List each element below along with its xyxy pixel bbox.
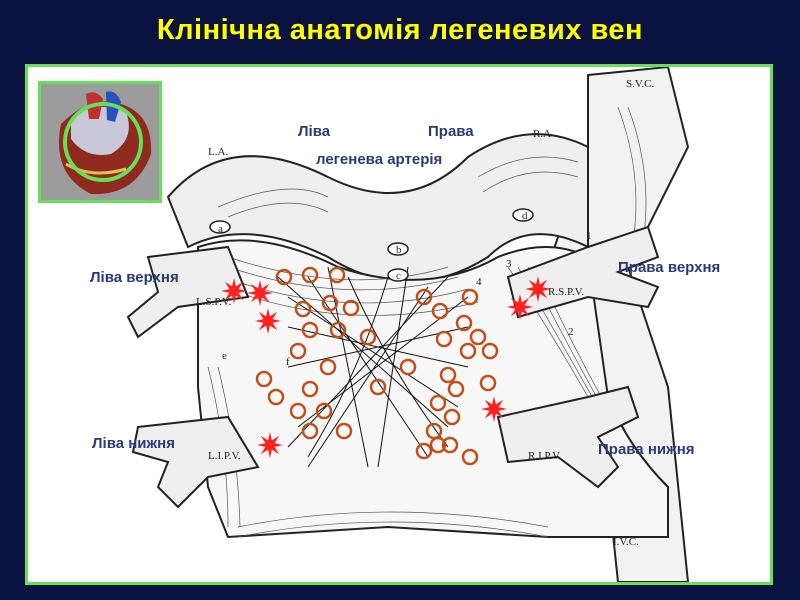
ablation-star-marker (525, 276, 551, 302)
ganglion-marker (267, 388, 285, 406)
ganglion-marker (461, 288, 479, 306)
ganglion-marker (469, 328, 487, 346)
ganglion-marker (275, 268, 293, 286)
ganglion-marker (301, 321, 319, 339)
rspv-label: R.S.P.V. (548, 286, 584, 298)
right-upper-label: Права верхня (618, 259, 721, 276)
left-pa-label: Ліва (298, 123, 331, 140)
ganglion-marker (439, 366, 457, 384)
ganglion-marker (289, 342, 307, 360)
ablation-star-marker (257, 432, 283, 458)
heart-image (41, 84, 159, 200)
ganglion-marker (443, 408, 461, 426)
ganglion-marker (315, 402, 333, 420)
ganglion-marker (335, 422, 353, 440)
ganglion-marker (342, 299, 360, 317)
la-label: L.A. (208, 146, 228, 158)
b-label: b (396, 244, 402, 256)
ripv-label: R.I.P.V. (528, 450, 562, 462)
right-lower-label: Права нижня (598, 441, 695, 458)
ganglion-marker (459, 342, 477, 360)
ganglion-marker (461, 448, 479, 466)
ganglion-marker (415, 442, 433, 460)
ablation-star-marker (507, 294, 533, 320)
right-inferior-vein (496, 385, 640, 489)
roof-ovals (209, 208, 534, 282)
n2-label: 2 (568, 326, 574, 338)
ganglion-marker (435, 330, 453, 348)
ganglion-marker (321, 294, 339, 312)
ganglion-marker (429, 436, 447, 454)
pulmonary-artery-label: легенева артерія (316, 151, 443, 168)
ganglion-marker (369, 378, 387, 396)
ganglion-marker (455, 314, 473, 332)
nerve-network (277, 266, 469, 468)
left-inferior-vein (131, 415, 260, 509)
ganglion-marker (329, 321, 347, 339)
ganglion-marker (479, 374, 497, 392)
slide-title: Клінічна анатомія легеневих вен (156, 14, 644, 46)
ganglion-marker (481, 342, 499, 360)
ganglion-marker (415, 288, 433, 306)
ganglion-marker (294, 300, 312, 318)
ganglion-marker (328, 266, 346, 284)
ablation-star-marker (481, 396, 507, 422)
lipv-label: L.I.P.V. (208, 450, 241, 462)
ganglion-marker (447, 380, 465, 398)
ganglion-markers (255, 266, 499, 466)
right-pa-label: Права (428, 123, 474, 140)
heart-thumbnail (38, 81, 162, 203)
ganglion-marker (255, 370, 273, 388)
ivc-label: I.V.C. (613, 536, 639, 548)
ganglion-marker (301, 422, 319, 440)
ganglion-marker (429, 394, 447, 412)
lspv-label: L.S.P.V. (196, 296, 232, 308)
ganglion-marker (441, 436, 459, 454)
left-atrium-roof (166, 133, 589, 283)
ra-label: R.A (533, 128, 551, 140)
n4-label: 4 (476, 276, 482, 288)
ablation-stars (221, 276, 551, 458)
ganglion-marker (301, 380, 319, 398)
ganglion-marker (431, 302, 449, 320)
right-superior-vein (506, 225, 660, 319)
ganglion-marker (301, 266, 319, 284)
heart-diagram: S.V.C. R.A L.A. L.S.P.V. R.S.P.V. L.I.P.… (126, 67, 690, 582)
svc-label: S.V.C. (626, 78, 654, 90)
ganglion-marker (319, 358, 337, 376)
c-label: c (396, 270, 401, 282)
ablation-star-marker (255, 308, 281, 334)
ganglion-marker (359, 328, 377, 346)
left-superior-vein (126, 245, 250, 339)
ganglion-marker (289, 402, 307, 420)
ablation-star-marker (247, 280, 273, 306)
diagram-frame: S.V.C. R.A L.A. L.S.P.V. R.S.P.V. L.I.P.… (25, 64, 773, 585)
left-upper-label: Ліва верхня (90, 269, 179, 286)
d-label: d (522, 210, 528, 222)
e-label: e (222, 350, 227, 362)
ablation-star-marker (221, 278, 247, 304)
a-label: a (218, 223, 223, 235)
ganglion-marker (399, 358, 417, 376)
f-label: f (286, 356, 290, 368)
n1-label: 1 (586, 230, 592, 242)
left-lower-label: Ліва нижня (92, 435, 175, 452)
n3-label: 3 (506, 258, 512, 270)
